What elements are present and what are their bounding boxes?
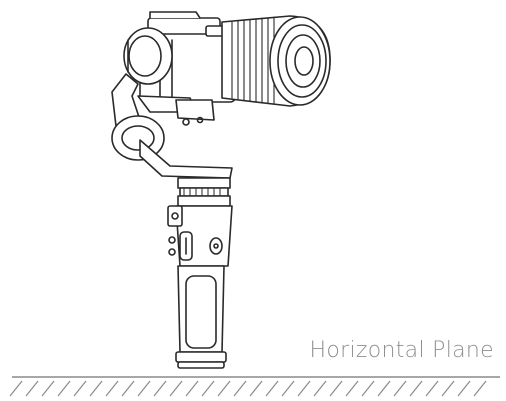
horizontal-plane-label: Horizontal Plane — [309, 338, 494, 363]
ground-hatch-icon — [9, 376, 500, 397]
ground-hatch-mark — [249, 380, 263, 397]
lens-icon — [221, 15, 331, 107]
ground-hatch-mark — [377, 380, 391, 397]
ground-hatch-mark — [409, 380, 423, 397]
ground-hatch-mark — [233, 380, 247, 397]
ground-hatch-mark — [441, 380, 455, 397]
ground-hatch-mark — [105, 380, 119, 397]
ground-hatch-mark — [345, 380, 359, 397]
ground-hatch-mark — [361, 380, 375, 397]
ground-hatch-mark — [57, 380, 71, 397]
ground-hatch-mark — [137, 380, 151, 397]
ground-hatch-mark — [281, 380, 295, 397]
gimbal-illustration — [111, 11, 331, 369]
ground-hatch-mark — [153, 380, 167, 397]
ground-hatch-mark — [121, 380, 135, 397]
ground-hatch-mark — [329, 380, 343, 397]
ground-hatch-mark — [217, 380, 231, 397]
ground-hatch-mark — [313, 380, 327, 397]
ground-hatch-mark — [473, 380, 487, 397]
ground-hatch-mark — [393, 380, 407, 397]
ground-hatch-mark — [89, 380, 103, 397]
ground-hatch-mark — [201, 380, 215, 397]
ground-hatch-mark — [185, 380, 199, 397]
ground-hatch-mark — [169, 380, 183, 397]
ground-hatch-mark — [297, 380, 311, 397]
ground-hatch-mark — [41, 380, 55, 397]
ground-hatch-mark — [73, 380, 87, 397]
ground-hatch-mark — [457, 380, 471, 397]
ground-hatch-mark — [265, 380, 279, 397]
ground-hatch-mark — [425, 380, 439, 397]
ground-hatch-mark — [9, 380, 23, 397]
ground-hatch-mark — [25, 380, 39, 397]
